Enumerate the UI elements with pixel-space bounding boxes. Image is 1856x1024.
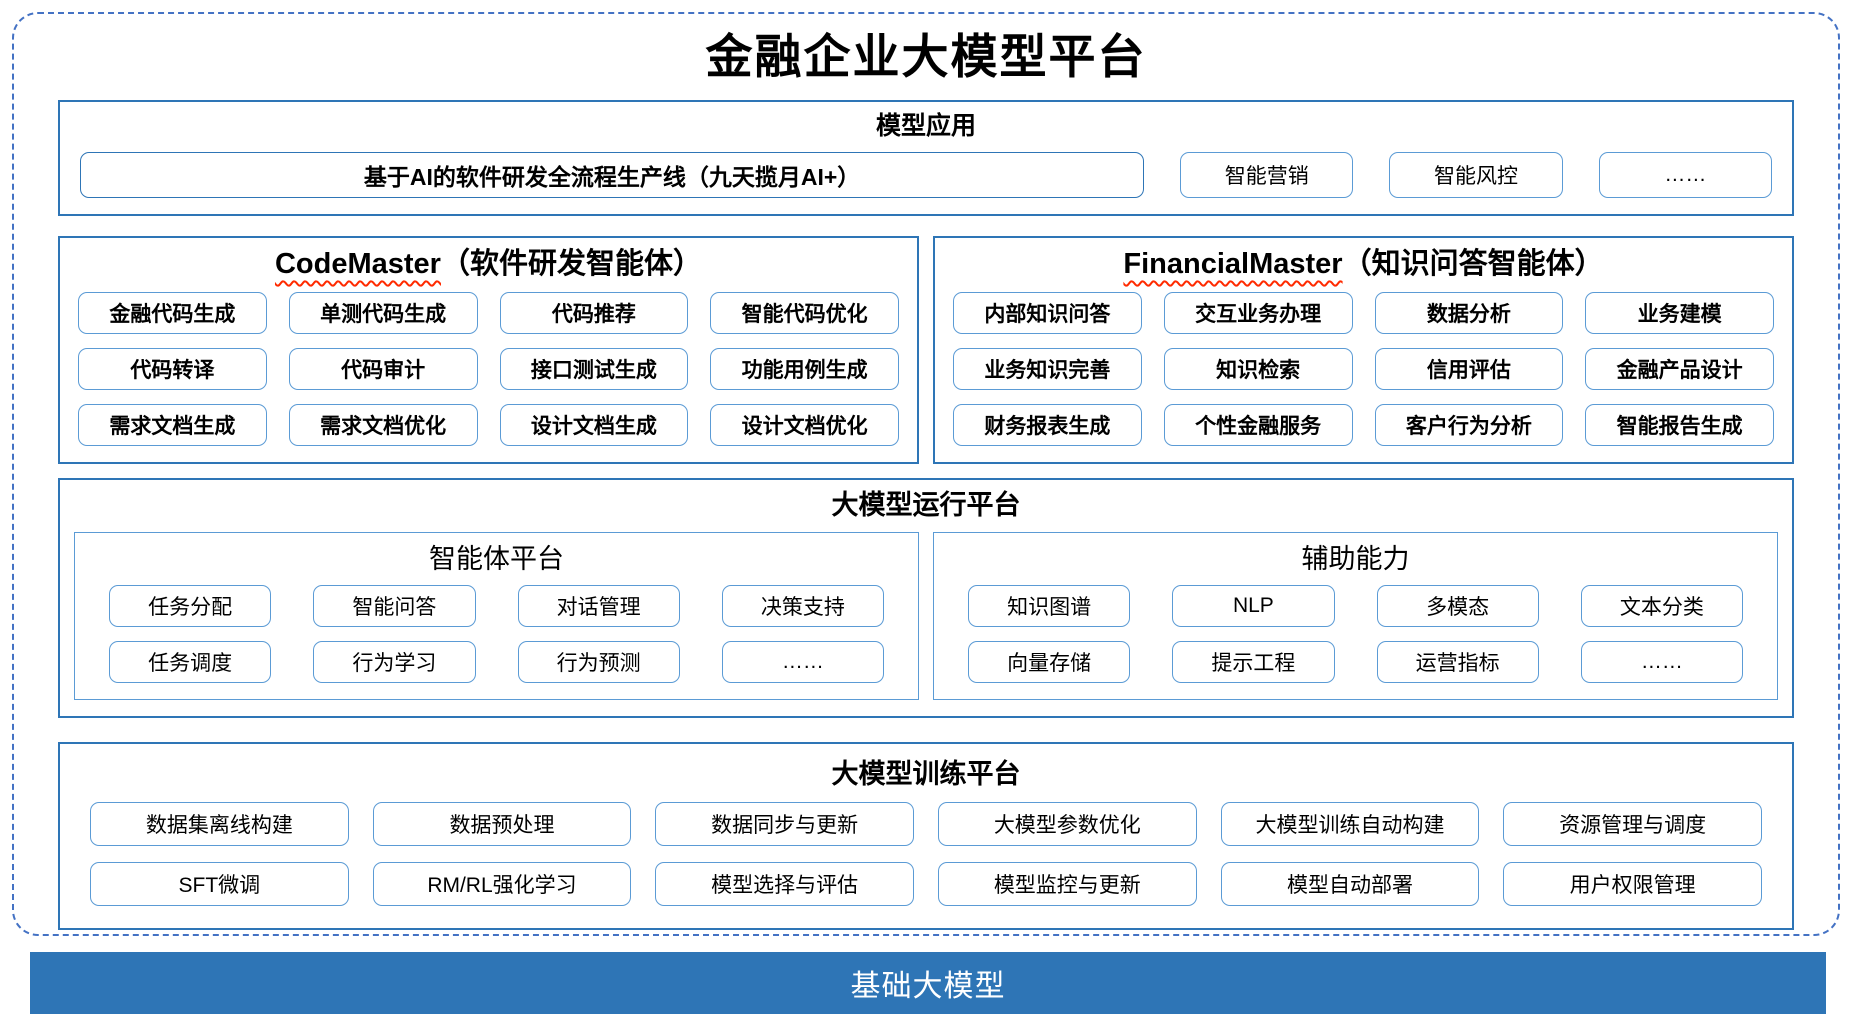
group-auxiliary-capability: 辅助能力 知识图谱 NLP 多模态文本分类向量存储提示工程运营指标 …… <box>933 532 1778 700</box>
capability-box: 智能问答 <box>313 585 476 627</box>
model-application-row: 基于AI的软件研发全流程生产线（九天揽月AI+） 智能营销 智能风控 …… <box>80 152 1772 198</box>
agent-platform-grid: 任务分配智能问答对话管理决策支持任务调度行为学习行为预测 …… <box>101 585 892 683</box>
capability-box: 代码审计 <box>288 348 478 390</box>
capability-box: 金融代码生成 <box>78 292 267 334</box>
auxiliary-capability-heading: 辅助能力 <box>1301 544 1410 574</box>
capability-box: …… <box>721 641 884 683</box>
codemaster-name: CodeMaster <box>274 248 441 280</box>
capability-box: 用户权限管理 <box>1503 862 1762 906</box>
capability-box: …… <box>1580 641 1743 683</box>
capability-box: 任务调度 <box>109 641 272 683</box>
capability-box: 设计文档生成 <box>499 404 689 446</box>
section-model-application: 模型应用 基于AI的软件研发全流程生产线（九天揽月AI+） 智能营销 智能风控 … <box>58 100 1794 216</box>
runtime-groups-row: 智能体平台 任务分配智能问答对话管理决策支持任务调度行为学习行为预测 …… 辅助能… <box>74 532 1778 700</box>
capability-box: 业务知识完善 <box>953 348 1142 390</box>
capability-box: 个性金融服务 <box>1163 404 1353 446</box>
capability-box: 大模型参数优化 <box>937 802 1197 846</box>
codemaster-name-suffix: （软件研发智能体） <box>440 248 702 280</box>
capability-box: 设计文档优化 <box>710 404 899 446</box>
financialmaster-heading: FinancialMaster（知识问答智能体） <box>953 242 1774 286</box>
group-agent-platform: 智能体平台 任务分配智能问答对话管理决策支持任务调度行为学习行为预测 …… <box>74 532 919 700</box>
capability-box: 代码推荐 <box>499 292 689 334</box>
runtime-platform-heading: 大模型运行平台 <box>831 490 1021 520</box>
capability-box: 智能报告生成 <box>1585 404 1774 446</box>
section-runtime-platform: 大模型运行平台 智能体平台 任务分配智能问答对话管理决策支持任务调度行为学习行为… <box>58 478 1794 718</box>
codemaster-grid: 金融代码生成单测代码生成代码推荐智能代码优化代码转译代码审计接口测试生成功能用例… <box>78 292 899 446</box>
capability-box: 模型自动部署 <box>1220 862 1480 906</box>
capability-box: 客户行为分析 <box>1374 404 1564 446</box>
capability-box: 对话管理 <box>517 585 680 627</box>
foundation-model-label: 基础大模型 <box>850 970 1006 1003</box>
codemaster-heading: CodeMaster（软件研发智能体） <box>78 242 899 286</box>
capability-box: 模型选择与评估 <box>655 862 914 906</box>
capability-box: 多模态 <box>1376 585 1539 627</box>
capability-box: 交互业务办理 <box>1163 292 1353 334</box>
capability-box: 财务报表生成 <box>953 404 1142 446</box>
foundation-model-bar: 基础大模型 <box>30 952 1826 1014</box>
training-platform-heading: 大模型训练平台 <box>831 759 1021 789</box>
section-financialmaster: FinancialMaster（知识问答智能体） 内部知识问答交互业务办理数据分… <box>933 236 1794 464</box>
page-title: 金融企业大模型平台 <box>705 30 1147 85</box>
financialmaster-name-suffix: （知识问答智能体） <box>1342 248 1604 280</box>
capability-box: 信用评估 <box>1374 348 1564 390</box>
section-codemaster: CodeMaster（软件研发智能体） 金融代码生成单测代码生成代码推荐智能代码… <box>58 236 919 464</box>
capability-box: 运营指标 <box>1376 641 1539 683</box>
financialmaster-grid: 内部知识问答交互业务办理数据分析业务建模业务知识完善知识检索信用评估金融产品设计… <box>953 292 1774 446</box>
capability-box: 向量存储 <box>968 641 1131 683</box>
capability-box: 代码转译 <box>78 348 267 390</box>
capability-box: 业务建模 <box>1585 292 1774 334</box>
capability-box: 知识检索 <box>1163 348 1353 390</box>
platform-outer-frame: 金融企业大模型平台 模型应用 基于AI的软件研发全流程生产线（九天揽月AI+） … <box>12 12 1840 936</box>
capability-box: 内部知识问答 <box>953 292 1142 334</box>
capability-box: 功能用例生成 <box>710 348 899 390</box>
training-platform-grid: 数据集离线构建数据预处理数据同步与更新大模型参数优化大模型训练自动构建资源管理与… <box>90 802 1762 906</box>
capability-box: 需求文档生成 <box>78 404 267 446</box>
capability-box: RM/RL强化学习 <box>372 862 632 906</box>
capability-box: 数据集离线构建 <box>90 802 349 846</box>
capability-box: 提示工程 <box>1172 641 1335 683</box>
app-item-box: …… <box>1598 152 1772 198</box>
model-application-heading: 模型应用 <box>875 112 976 140</box>
capability-box: 数据分析 <box>1374 292 1564 334</box>
app-main-pipeline-box: 基于AI的软件研发全流程生产线（九天揽月AI+） <box>80 152 1145 198</box>
agent-platform-heading: 智能体平台 <box>429 544 564 574</box>
capability-box: 任务分配 <box>109 585 272 627</box>
capability-box: 大模型训练自动构建 <box>1220 802 1480 846</box>
capability-box: 金融产品设计 <box>1585 348 1774 390</box>
capability-box: 数据同步与更新 <box>655 802 914 846</box>
capability-box: 文本分类 <box>1580 585 1743 627</box>
capability-box: 单测代码生成 <box>288 292 478 334</box>
capability-box: 行为预测 <box>517 641 680 683</box>
capability-box: 需求文档优化 <box>288 404 478 446</box>
section-training-platform: 大模型训练平台 数据集离线构建数据预处理数据同步与更新大模型参数优化大模型训练自… <box>58 742 1794 930</box>
capability-box: SFT微调 <box>90 862 349 906</box>
capability-box: 接口测试生成 <box>499 348 689 390</box>
capability-box: 知识图谱 <box>968 585 1131 627</box>
agents-row: CodeMaster（软件研发智能体） 金融代码生成单测代码生成代码推荐智能代码… <box>58 236 1794 464</box>
auxiliary-capability-grid: 知识图谱 NLP 多模态文本分类向量存储提示工程运营指标 …… <box>960 585 1751 683</box>
capability-box: 智能代码优化 <box>710 292 899 334</box>
app-item-box: 智能风控 <box>1389 152 1563 198</box>
capability-box: 资源管理与调度 <box>1503 802 1762 846</box>
capability-box: 数据预处理 <box>372 802 632 846</box>
financialmaster-name: FinancialMaster <box>1123 248 1343 280</box>
app-item-box: 智能营销 <box>1180 152 1354 198</box>
capability-box: NLP <box>1172 585 1335 627</box>
capability-box: 模型监控与更新 <box>937 862 1197 906</box>
capability-box: 行为学习 <box>313 641 476 683</box>
capability-box: 决策支持 <box>721 585 884 627</box>
